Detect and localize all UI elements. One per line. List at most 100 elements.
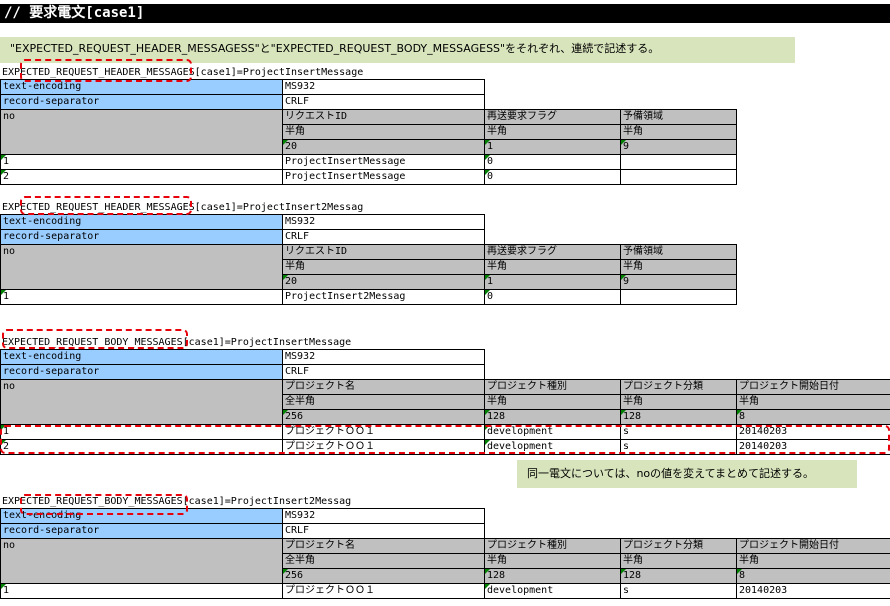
data-cell: 0 [484,289,621,305]
field-name-header: プロジェクト分類 [620,538,737,554]
field-type-header: 半角 [736,553,890,569]
field-name-header: プロジェクト開始日付 [736,379,890,395]
empty-cell [737,350,890,365]
separator-value: CRLF [282,229,485,245]
empty-cell [621,80,737,95]
data-cell [620,289,737,305]
field-length-header: 1 [484,139,621,155]
field-name-header: 予備領域 [620,109,737,125]
field-length-header: 20 [282,274,485,290]
row-number-cell: 2 [0,439,283,455]
field-length-header: 128 [484,409,621,425]
field-length-header: 8 [736,568,890,584]
data-cell: 0 [484,169,621,185]
field-type-header: 半角 [484,553,621,569]
field-length-header: 8 [736,409,890,425]
encoding-value: MS932 [282,214,485,230]
data-cell: 20140203 [736,439,890,455]
encoding-value: MS932 [282,79,485,95]
data-cell: ProjectInsertMessage [282,169,485,185]
field-name-header: プロジェクト種別 [484,538,621,554]
section-heading: EXPECTED_REQUEST_BODY_MESSAGES[case1]=Pr… [2,496,352,507]
section-heading: EXPECTED_REQUEST_BODY_MESSAGES[case1]=Pr… [2,337,352,348]
field-name-header: 予備領域 [620,244,737,260]
field-name-header: プロジェクト名 [282,379,485,395]
field-type-header: 全半角 [282,394,485,410]
section-heading: EXPECTED_REQUEST_HEADER_MESSAGES[case1]=… [2,67,364,78]
row-number-cell: 2 [0,169,283,185]
encoding-value: MS932 [282,349,485,365]
separator-label: record-separator [0,94,283,110]
field-length-header: 256 [282,568,485,584]
field-type-header: 半角 [282,124,485,140]
empty-cell [621,524,737,539]
field-type-header: 半角 [736,394,890,410]
encoding-label: text-encoding [0,79,283,95]
page-title: // 要求電文[case1] [0,4,890,23]
field-length-header: 9 [620,274,737,290]
data-cell: 20140203 [736,583,890,599]
field-type-header: 半角 [484,394,621,410]
data-cell: development [484,439,621,455]
field-name-header: リクエストID [282,109,485,125]
no-column-header: no [0,379,283,425]
empty-cell [621,230,737,245]
empty-cell [485,524,621,539]
empty-cell [737,365,890,380]
section-heading: EXPECTED_REQUEST_HEADER_MESSAGES[case1]=… [2,202,364,213]
empty-cell [485,95,621,110]
empty-cell [621,365,737,380]
separator-value: CRLF [282,364,485,380]
field-name-header: プロジェクト開始日付 [736,538,890,554]
field-type-header: 半角 [620,394,737,410]
field-type-header: 半角 [484,259,621,275]
data-cell: s [620,583,737,599]
grouping-note: 同一電文については、noの値を変えてまとめて記述する。 [517,460,857,488]
empty-cell [737,524,890,539]
data-cell [620,169,737,185]
field-type-header: 半角 [282,259,485,275]
field-name-header: リクエストID [282,244,485,260]
field-length-header: 256 [282,409,485,425]
separator-label: record-separator [0,364,283,380]
field-length-header: 20 [282,139,485,155]
data-cell: ProjectInsert2Messag [282,289,485,305]
empty-cell [485,215,621,230]
no-column-header: no [0,109,283,155]
field-length-header: 128 [484,568,621,584]
data-cell: プロジェクトＯＯ１ [282,439,485,455]
instruction-note: "EXPECTED_REQUEST_HEADER_MESSAGESS"と"EXP… [0,37,795,63]
field-type-header: 全半角 [282,553,485,569]
empty-cell [485,365,621,380]
empty-cell [621,215,737,230]
empty-cell [485,509,621,524]
encoding-label: text-encoding [0,214,283,230]
row-number-cell: 1 [0,424,283,440]
field-length-header: 9 [620,139,737,155]
data-cell: ProjectInsertMessage [282,154,485,170]
data-cell: 20140203 [736,424,890,440]
empty-cell [485,80,621,95]
row-number-cell: 1 [0,583,283,599]
separator-value: CRLF [282,523,485,539]
separator-label: record-separator [0,229,283,245]
field-name-header: プロジェクト種別 [484,379,621,395]
